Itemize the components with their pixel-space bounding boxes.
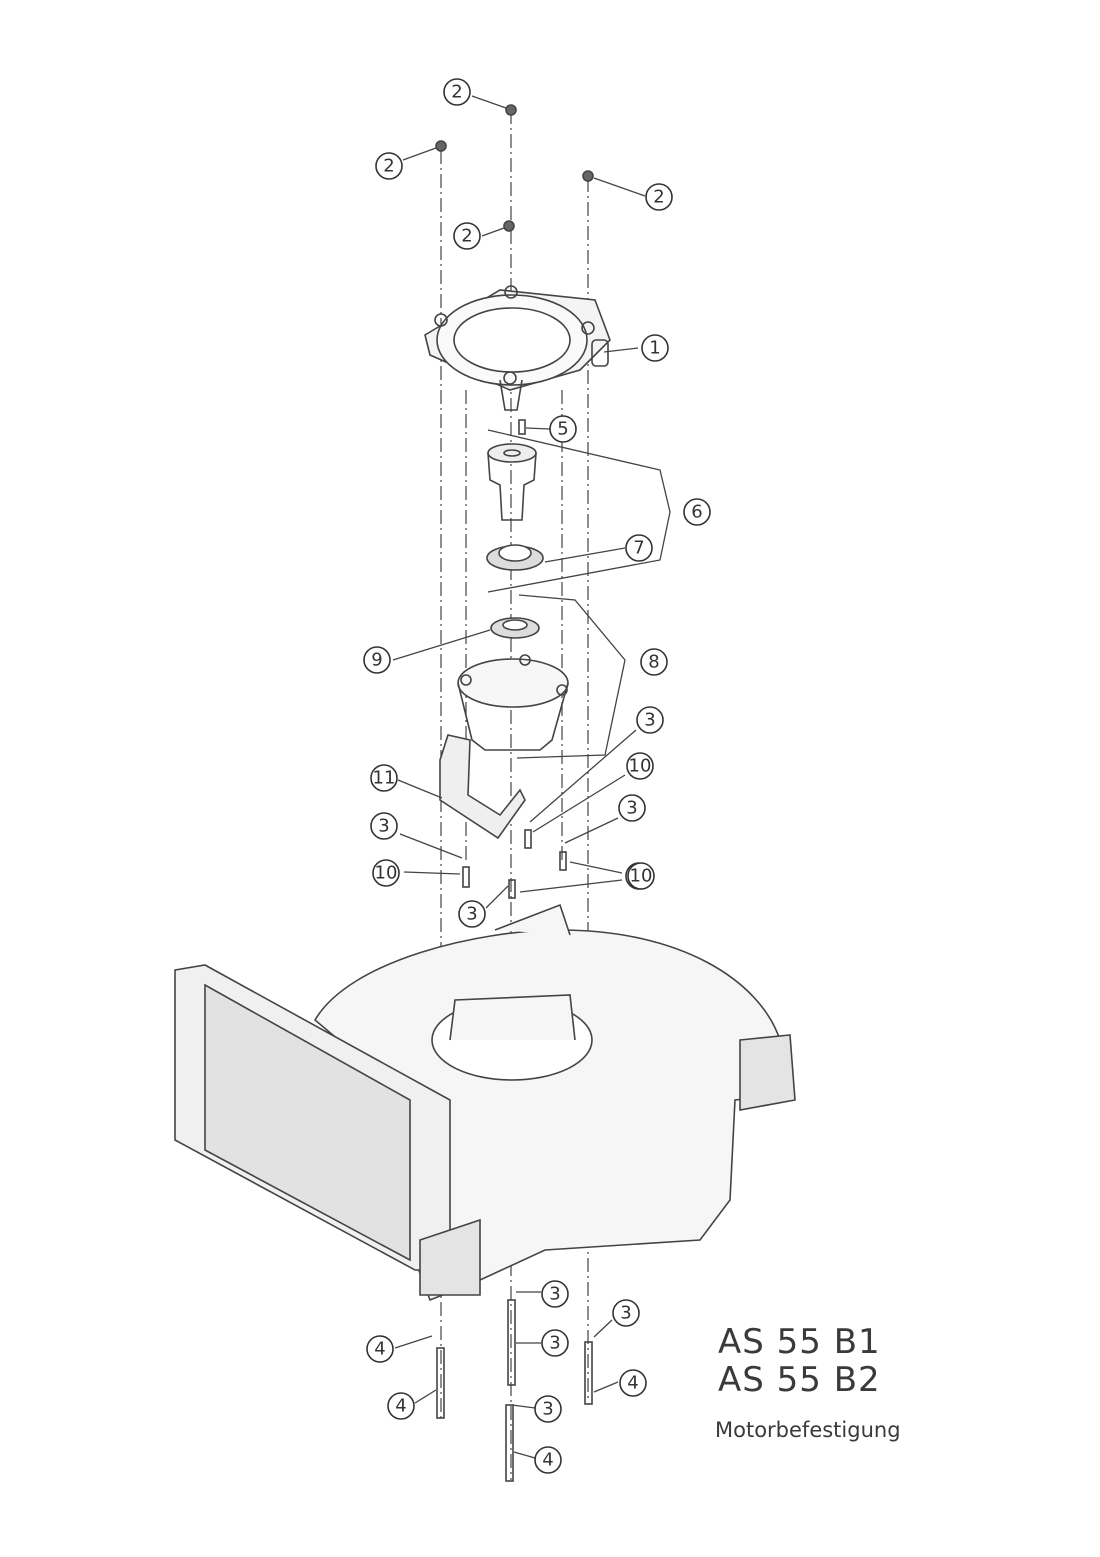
- top-nuts: [435, 104, 594, 232]
- callout-2: 2: [453, 222, 481, 250]
- callout-10: 10: [626, 752, 654, 780]
- callout-3: 3: [458, 900, 486, 928]
- callout-label: 6: [691, 502, 702, 523]
- callout-label: 10: [629, 756, 652, 777]
- callout-2: 2: [443, 78, 471, 106]
- callout-label: 7: [633, 538, 644, 559]
- callout-2: 2: [375, 152, 403, 180]
- callout-label: 3: [626, 798, 637, 819]
- callout-label: 3: [549, 1333, 560, 1354]
- callout-3: 3: [636, 706, 664, 734]
- callout-label: 4: [395, 1396, 406, 1417]
- model-title-b1: AS 55 B1: [718, 1322, 881, 1362]
- callout-label: 3: [644, 710, 655, 731]
- callout-label: 2: [383, 156, 394, 177]
- coupling-part: [487, 443, 537, 521]
- motor-flange-part: [424, 285, 611, 411]
- callout-label: 4: [542, 1450, 553, 1471]
- callout-3: 3: [541, 1329, 569, 1357]
- bearing-part: [490, 617, 540, 639]
- callout-label: 4: [374, 1339, 385, 1360]
- callout-label: 3: [378, 816, 389, 837]
- callout-label: 3: [620, 1303, 631, 1324]
- callout-3: 3: [541, 1280, 569, 1308]
- callout-label: 10: [375, 863, 398, 884]
- callout-label: 10: [630, 866, 653, 887]
- callout-4: 4: [619, 1369, 647, 1397]
- bottom-long-bolts: [436, 1299, 593, 1482]
- callout-3: 3: [370, 812, 398, 840]
- callout-3: 3: [618, 794, 646, 822]
- callout-10: 10: [372, 859, 400, 887]
- callout-5: 5: [549, 415, 577, 443]
- callout-label: 11: [373, 768, 396, 789]
- callout-10: 10: [627, 862, 655, 890]
- callout-11: 11: [370, 764, 398, 792]
- callout-label: 4: [627, 1373, 638, 1394]
- callout-label: 5: [557, 419, 568, 440]
- callout-label: 3: [542, 1399, 553, 1420]
- mower-deck-housing: [174, 903, 796, 1302]
- spacer-part: [486, 544, 544, 571]
- bearing-housing-part: [457, 654, 569, 751]
- deflector-part: [439, 734, 526, 840]
- callout-1: 1: [641, 334, 669, 362]
- callout-label: 3: [466, 904, 477, 925]
- key-pin-part: [518, 419, 526, 435]
- diagram-subtitle: Motorbefestigung: [715, 1418, 901, 1442]
- callout-group: 22221567983101133101031034334434: [363, 78, 711, 1474]
- mid-screws: [462, 829, 567, 899]
- callout-label: 2: [451, 82, 462, 103]
- callout-9: 9: [363, 646, 391, 674]
- leader-lines: [392, 95, 671, 1459]
- callout-2: 2: [645, 183, 673, 211]
- callout-label: 9: [371, 650, 382, 671]
- callout-7: 7: [625, 534, 653, 562]
- callout-label: 2: [461, 226, 472, 247]
- callout-4: 4: [366, 1335, 394, 1363]
- callout-label: 3: [549, 1284, 560, 1305]
- callout-label: 8: [648, 652, 659, 673]
- callout-3: 3: [534, 1395, 562, 1423]
- callout-label: 2: [653, 187, 664, 208]
- callout-6: 6: [683, 498, 711, 526]
- model-title-b2: AS 55 B2: [718, 1360, 881, 1400]
- callout-3: 3: [612, 1299, 640, 1327]
- callout-4: 4: [387, 1392, 415, 1420]
- callout-label: 1: [649, 338, 660, 359]
- callout-4: 4: [534, 1446, 562, 1474]
- callout-8: 8: [640, 648, 668, 676]
